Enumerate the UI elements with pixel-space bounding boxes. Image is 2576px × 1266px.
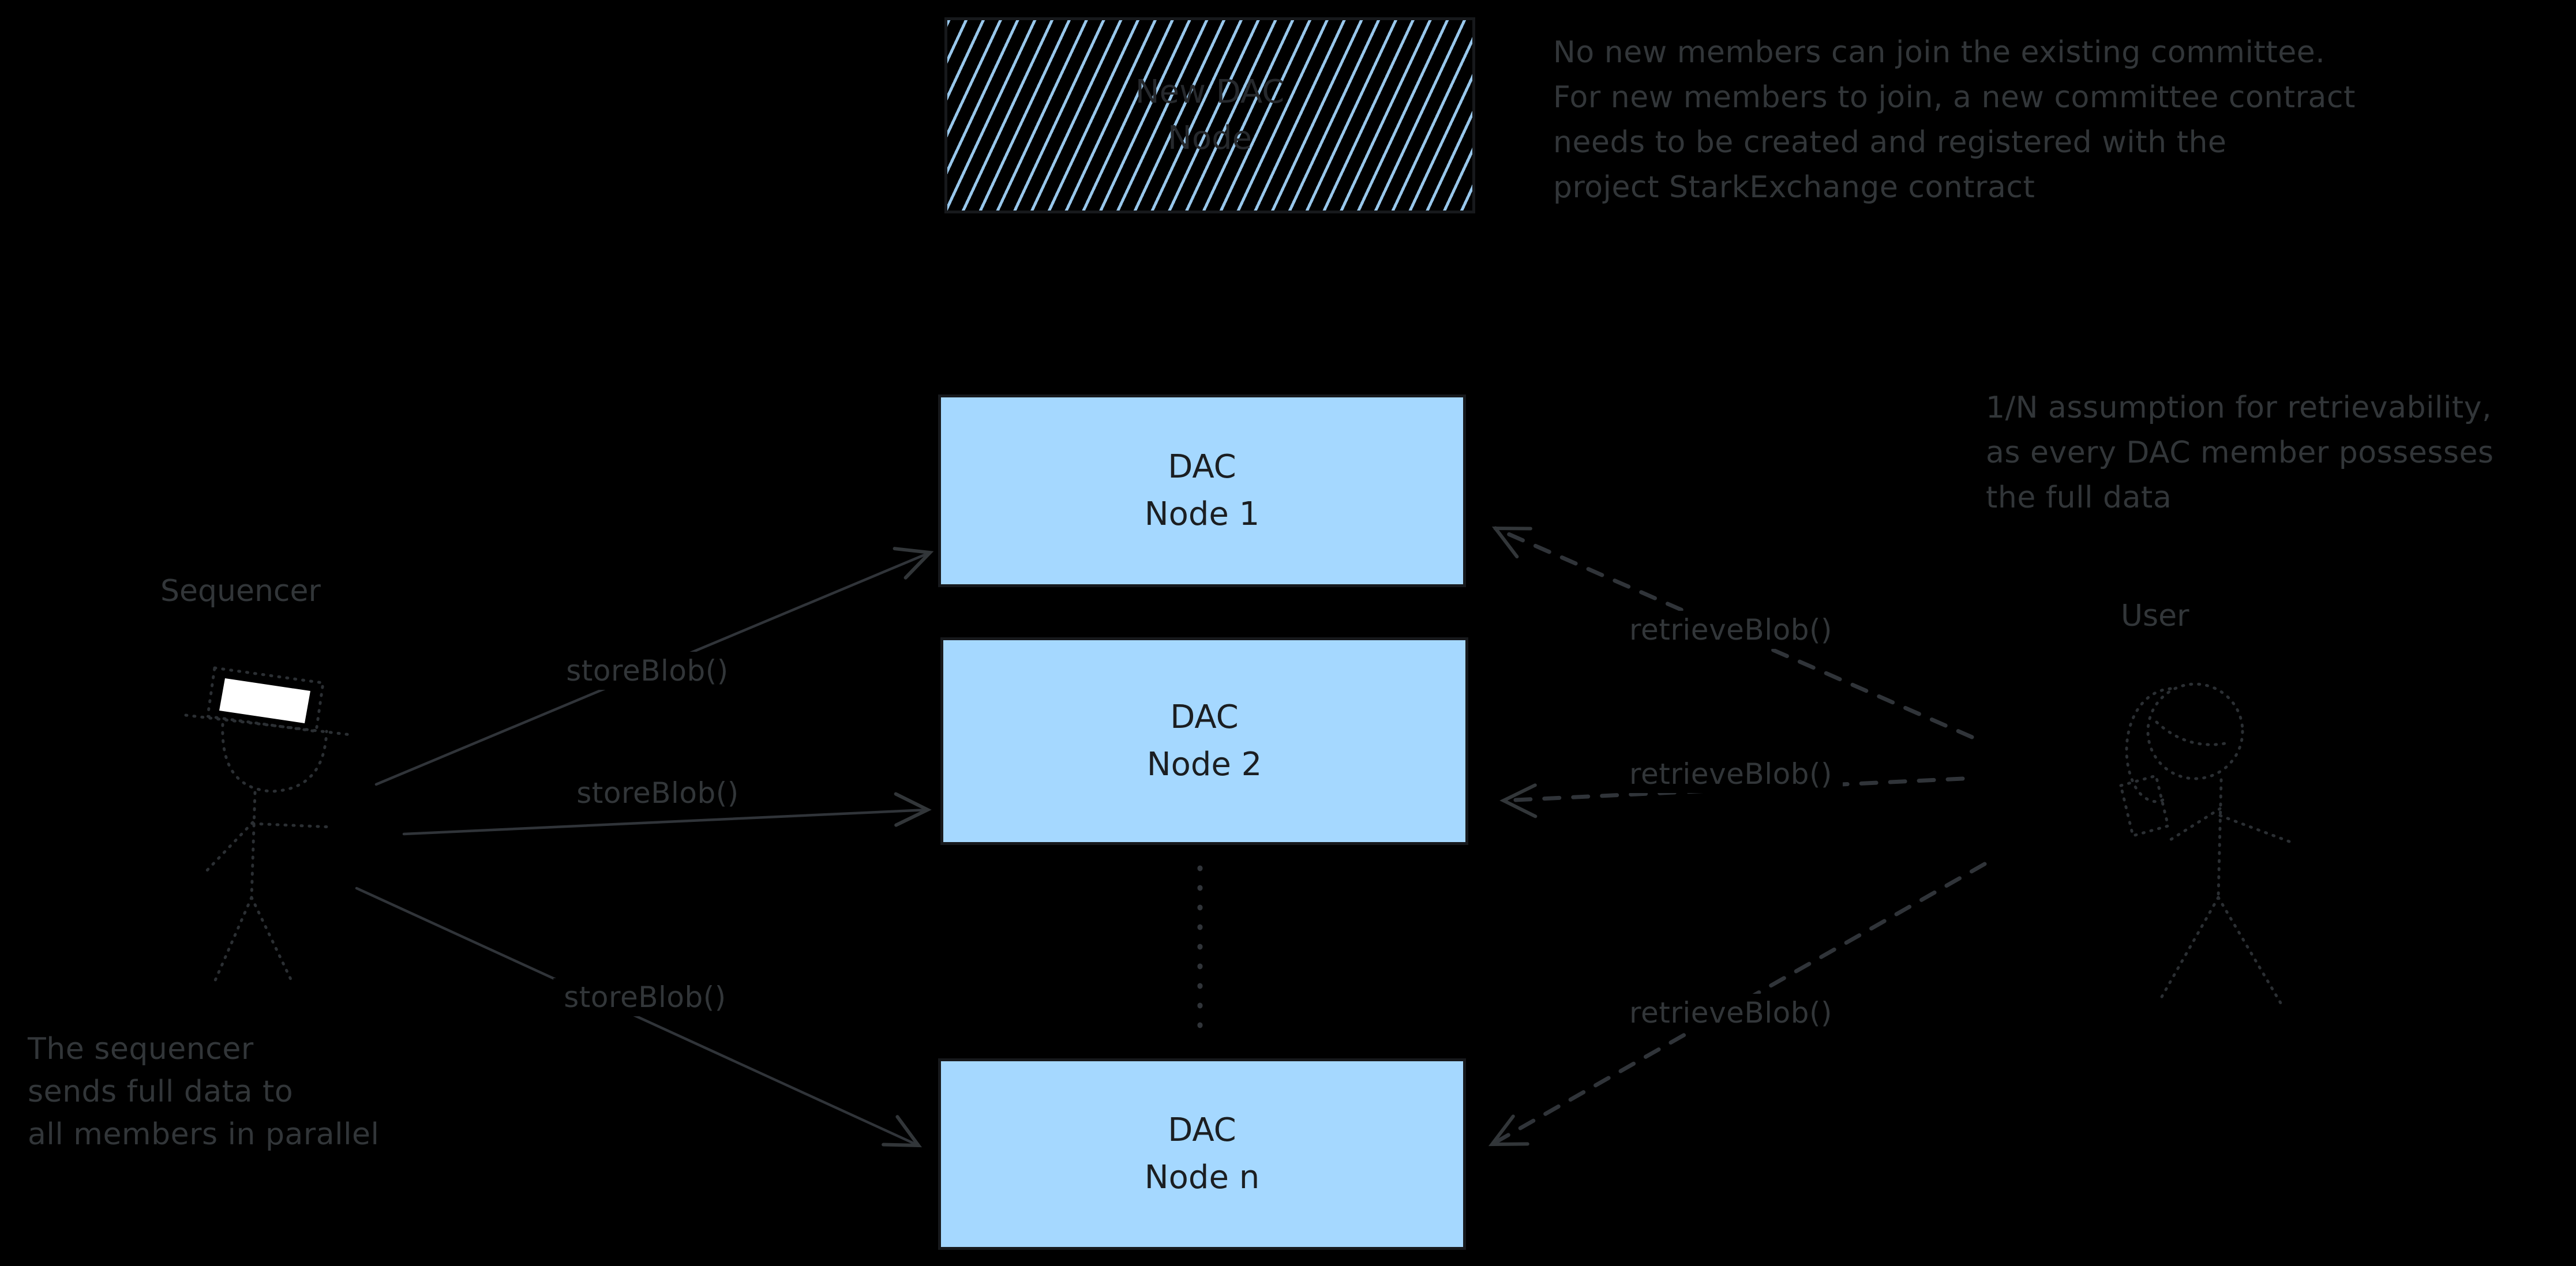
note-line: For new members to join, a new committee… [1553,80,2356,115]
user-figure-icon [2119,682,2296,1008]
dac-node-n-label-line2: Node n [1144,1159,1260,1196]
note-no-new-members: No new members can join the existing com… [1553,30,2356,210]
retrieve-blob-label-3: retrieveBlob() [1619,994,1843,1032]
store-blob-label-3: storeBlob() [553,978,737,1016]
note-line: sends full data to [28,1075,294,1109]
note-line: all members in parallel [28,1117,380,1152]
dac-node-2-box: DAC Node 2 [940,637,1468,845]
new-dac-node-label-line2: Node [1167,119,1253,157]
store-blob-label-2: storeBlob() [566,774,749,812]
retrieve-blob-label-1: retrieveBlob() [1619,611,1843,649]
note-sequencer-sends: The sequencer sends full data to all mem… [28,1028,379,1156]
note-line: needs to be created and registered with … [1553,125,2227,160]
retrieve-blob-arrow-3 [1488,862,1987,1147]
note-line: 1/N assumption for retrievability, [1986,390,2492,425]
sequencer-hat-icon [219,678,310,723]
dac-node-1-label-line2: Node 1 [1144,495,1260,533]
sequencer-figure-icon [184,666,353,983]
dac-node-n-label-line1: DAC [1168,1111,1236,1149]
dac-node-1-box: DAC Node 1 [938,395,1466,587]
store-blob-label-1: storeBlob() [556,652,739,690]
store-blob-arrow-2 [402,792,932,836]
new-dac-node-label-line1: New DAC [1135,73,1285,111]
note-line: the full data [1986,480,2172,515]
new-dac-node-box: New DAC Node [944,17,1475,213]
note-line: project StarkExchange contract [1553,170,2035,205]
dac-node-2-label-line2: Node 2 [1146,746,1262,783]
dac-node-1-label-line1: DAC [1168,448,1236,486]
note-1n-assumption: 1/N assumption for retrievability, as ev… [1986,385,2494,520]
note-line: as every DAC member possesses [1986,435,2494,470]
user-phone-icon [2119,773,2170,838]
store-blob-arrows [355,547,934,1148]
sequencer-label: Sequencer [160,574,321,608]
note-line: The sequencer [28,1032,254,1066]
note-line: No new members can join the existing com… [1553,35,2326,70]
user-label: User [2121,599,2189,633]
dac-node-2-label-line1: DAC [1170,698,1239,736]
dac-node-n-box: DAC Node n [938,1058,1466,1250]
retrieve-blob-label-2: retrieveBlob() [1619,755,1843,793]
store-blob-arrow-3 [355,886,923,1148]
